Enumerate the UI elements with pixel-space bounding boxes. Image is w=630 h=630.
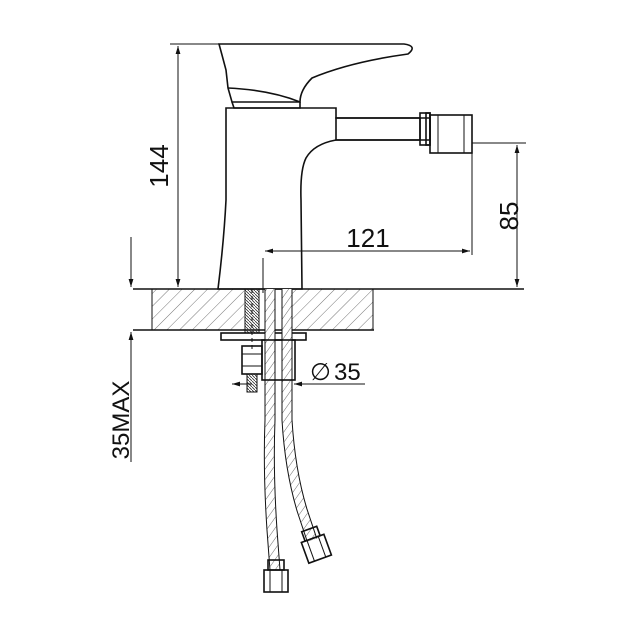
- dimension-label-85: 85: [494, 202, 524, 231]
- dimension-label-35: 35: [334, 359, 361, 386]
- dimension-label-121: 121: [346, 223, 389, 253]
- dimension-max-deck-thickness: 35MAX: [108, 237, 135, 462]
- supply-hoses: [261, 289, 333, 593]
- faucet-body: [217, 43, 473, 290]
- dimension-label-144: 144: [144, 144, 174, 187]
- hose-nut-left: [263, 559, 289, 593]
- dimension-spout-reach: 121: [262, 223, 470, 293]
- dimension-spout-height: 85: [471, 142, 526, 287]
- hose-nut-right: [300, 525, 333, 565]
- countertop-section: [133, 288, 524, 331]
- dimension-total-height: 144: [144, 43, 219, 287]
- dimension-label-35max: 35MAX: [108, 381, 135, 460]
- dimension-hole-diameter: ∅ 35: [232, 359, 365, 387]
- diameter-symbol: ∅: [310, 359, 331, 386]
- bidet-aerator: [419, 112, 473, 154]
